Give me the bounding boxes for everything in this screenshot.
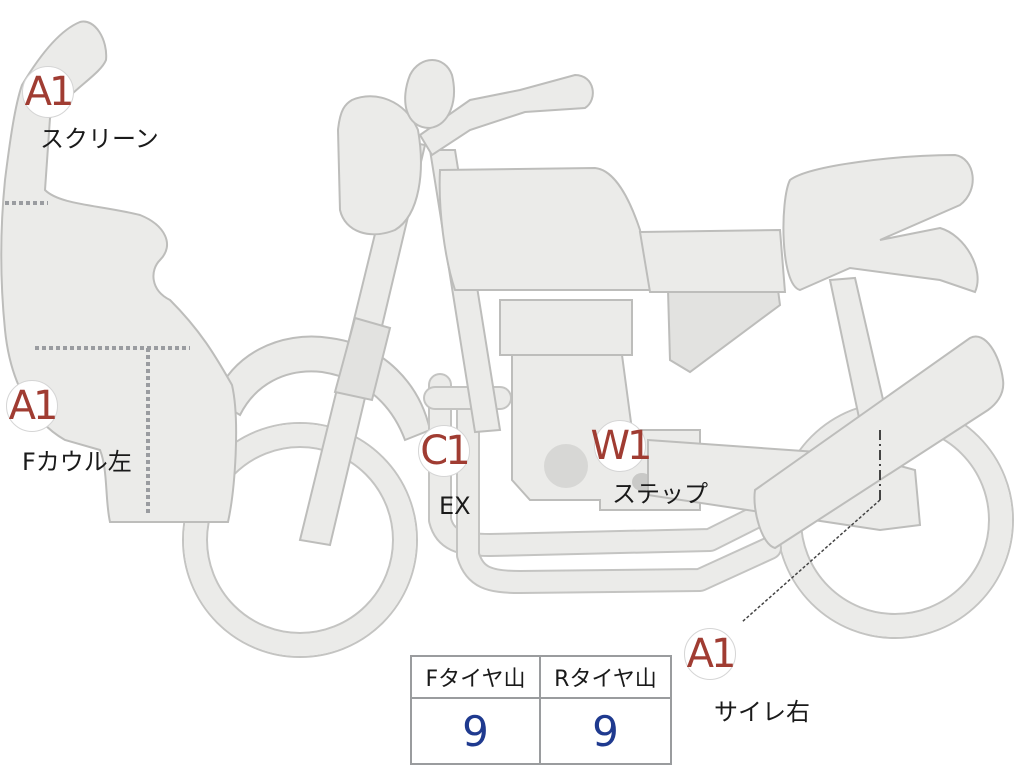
tire-tread-table: Fタイヤ山 Rタイヤ山 9 9 <box>410 655 672 765</box>
front-tire-tread-value: 9 <box>412 699 541 763</box>
part-label-front-cowl-left: Fカウル左 <box>22 448 132 476</box>
front-tire-tread-header: Fタイヤ山 <box>412 657 541 699</box>
tail-cowl <box>782 153 979 294</box>
damage-code: C1 <box>420 428 470 474</box>
rear-tire-tread-header: Rタイヤ山 <box>541 657 670 699</box>
damage-code-marker-screen: A1 <box>22 66 74 118</box>
damage-code: A1 <box>8 383 59 429</box>
mirror <box>404 59 455 130</box>
rear-tire-tread-value: 9 <box>592 706 619 756</box>
seat <box>638 228 787 293</box>
damage-code: W1 <box>590 423 653 469</box>
muffler-leader-line <box>741 499 881 623</box>
part-label-screen: スクリーン <box>40 125 159 153</box>
damage-code-marker-step: W1 <box>591 420 653 472</box>
muffler <box>753 335 1005 550</box>
damage-code-marker-silencer-right: A1 <box>684 628 736 680</box>
fuel-tank <box>438 166 652 291</box>
fork-boot <box>333 316 392 402</box>
damage-code: A1 <box>24 69 75 115</box>
damage-code-marker-front-cowl-left: A1 <box>6 380 58 432</box>
part-label-exhaust: EX <box>439 492 471 520</box>
front-cowl-damage-outline <box>5 201 190 515</box>
damage-code-marker-exhaust: C1 <box>418 425 471 477</box>
front-cowl <box>0 20 238 523</box>
side-cover <box>666 289 782 374</box>
headlight <box>336 95 422 236</box>
part-label-silencer-right: サイレ右 <box>714 698 810 726</box>
front-wheel <box>182 422 418 658</box>
handlebar <box>418 73 594 157</box>
damage-code: A1 <box>686 631 737 677</box>
part-label-step: ステップ <box>612 480 708 508</box>
exhaust-pipes <box>423 373 782 594</box>
